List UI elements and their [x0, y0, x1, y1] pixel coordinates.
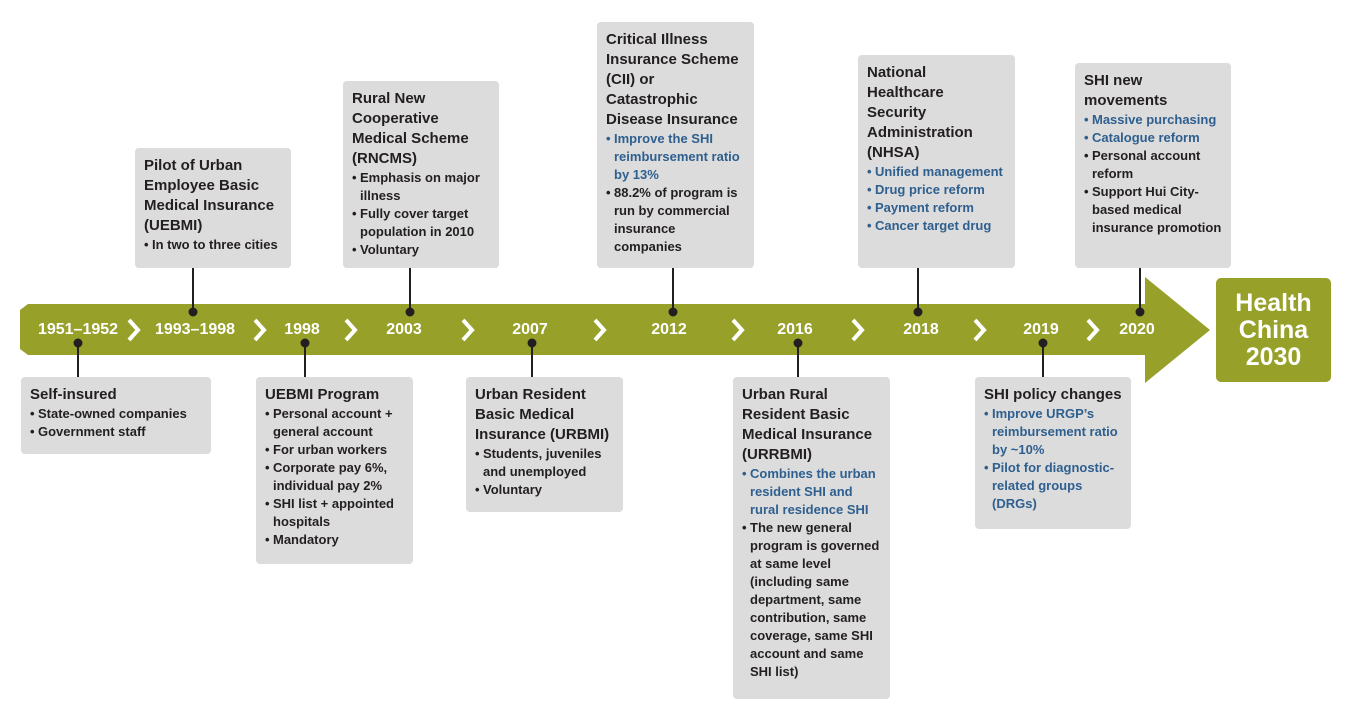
card-title: SHI new movements: [1084, 72, 1168, 109]
chevron-right-icon: [593, 318, 607, 342]
bullet-item: Improve URGP’s reimbursement ratio by ~1…: [984, 405, 1123, 459]
connector-dot: [188, 307, 198, 317]
chevron-separators: [127, 318, 1100, 342]
card-bullet-list: Improve URGP’s reimbursement ratio by ~1…: [984, 405, 1123, 513]
bullet-item: Combines the urban resident SHI and rura…: [742, 465, 882, 519]
card-title: Urban Resident Basic Medical Insurance (…: [475, 386, 610, 443]
card-uebmi-pilot: Pilot of Urban Employee Basic Medical In…: [135, 148, 291, 268]
card-title: National Healthcare Security Administrat…: [867, 64, 973, 161]
card-title: Pilot of Urban Employee Basic Medical In…: [144, 157, 275, 234]
year-label: 2020: [1119, 321, 1155, 338]
chevron-right-icon: [253, 318, 267, 342]
year-label: 2016: [777, 321, 813, 338]
card-uebmi-program: UEBMI Program Personal account + general…: [256, 377, 413, 564]
bullet-item: Massive purchasing: [1084, 111, 1223, 129]
year-label: 1951–1952: [37, 321, 119, 338]
connector-dot: [300, 338, 310, 348]
health-china-2030-box: Health China 2030: [1216, 278, 1331, 382]
year-label: 2012: [651, 321, 687, 338]
card-bullet-list: In two to three cities: [144, 236, 283, 254]
card-bullet-list: Combines the urban resident SHI and rura…: [742, 465, 882, 681]
year-label: 2007: [512, 321, 548, 338]
bullet-item: Government staff: [30, 423, 203, 441]
chevron-right-icon: [731, 318, 745, 342]
card-self-insured: Self-insured State-owned companies Gover…: [21, 377, 211, 454]
timeline-arrow: [20, 277, 1210, 383]
card-title: Critical Illness Insurance Scheme (CII) …: [606, 31, 739, 128]
year-label: 1998: [284, 321, 320, 338]
bullet-item: SHI list + appointed hospitals: [265, 495, 405, 531]
card-title: Rural New Cooperative Medical Scheme (RN…: [352, 90, 469, 167]
bullet-item: Pilot for diagnostic-related groups (DRG…: [984, 459, 1123, 513]
bullet-item: Catalogue reform: [1084, 129, 1223, 147]
card-title: Urban Rural Resident Basic Medical Insur…: [742, 386, 873, 463]
card-bullet-list: Students, juveniles and unemployed Volun…: [475, 445, 615, 499]
bullet-item: Cancer target drug: [867, 217, 1007, 235]
connector-dot: [668, 307, 678, 317]
chevron-right-icon: [1086, 318, 1100, 342]
bullet-item: Students, juveniles and unemployed: [475, 445, 615, 481]
bullet-item: 88.2% of program is run by commercial in…: [606, 184, 746, 256]
card-urrbmi: Urban Rural Resident Basic Medical Insur…: [733, 377, 890, 699]
year-label: 2018: [903, 321, 939, 338]
year-label: 1993–1998: [154, 321, 236, 338]
card-rncms: Rural New Cooperative Medical Scheme (RN…: [343, 81, 499, 268]
connector-dot: [1135, 307, 1145, 317]
connector-dot: [73, 338, 83, 348]
chevron-right-icon: [461, 318, 475, 342]
bullet-item: Unified management: [867, 163, 1007, 181]
card-bullet-list: Emphasis on major illness Fully cover ta…: [352, 169, 491, 259]
connector-dot: [793, 338, 803, 348]
card-shi-policy-changes: SHI policy changes Improve URGP’s reimbu…: [975, 377, 1131, 529]
card-cii: Critical Illness Insurance Scheme (CII) …: [597, 22, 754, 268]
card-nhsa: National Healthcare Security Administrat…: [858, 55, 1015, 268]
card-title: SHI policy changes: [984, 386, 1122, 403]
chevron-right-icon: [127, 318, 141, 342]
bullet-item: Personal account reform: [1084, 147, 1223, 183]
bullet-item: Improve the SHI reimbursement ratio by 1…: [606, 130, 746, 184]
bullet-item: Support Hui City-based medical insurance…: [1084, 183, 1223, 237]
connector-dot: [913, 307, 923, 317]
connector-dot: [527, 338, 537, 348]
bullet-item: Mandatory: [265, 531, 405, 549]
year-label: 2019: [1023, 321, 1059, 338]
card-title: Self-insured: [30, 386, 117, 403]
bullet-item: Drug price reform: [867, 181, 1007, 199]
bullet-item: Payment reform: [867, 199, 1007, 217]
chevron-right-icon: [973, 318, 987, 342]
bullet-item: Voluntary: [475, 481, 615, 499]
bullet-item: The new general program is governed at s…: [742, 519, 882, 681]
bullet-item: For urban workers: [265, 441, 405, 459]
card-bullet-list: Massive purchasing Catalogue reform Pers…: [1084, 111, 1223, 237]
bullet-item: State-owned companies: [30, 405, 203, 423]
bullet-item: Corporate pay 6%, individual pay 2%: [265, 459, 405, 495]
goal-label: Health China 2030: [1235, 288, 1312, 371]
chevron-right-icon: [851, 318, 865, 342]
connectors: [73, 268, 1145, 377]
card-urbmi: Urban Resident Basic Medical Insurance (…: [466, 377, 623, 512]
bullet-item: In two to three cities: [144, 236, 283, 254]
bullet-item: Emphasis on major illness: [352, 169, 491, 205]
connector-dot: [1038, 338, 1048, 348]
card-bullet-list: State-owned companies Government staff: [30, 405, 203, 441]
bullet-item: Personal account + general account: [265, 405, 405, 441]
card-bullet-list: Unified management Drug price reform Pay…: [867, 163, 1007, 235]
card-title: UEBMI Program: [265, 386, 380, 403]
card-shi-new-movements: SHI new movements Massive purchasing Cat…: [1075, 63, 1231, 268]
bullet-item: Fully cover target population in 2010: [352, 205, 491, 241]
card-bullet-list: Improve the SHI reimbursement ratio by 1…: [606, 130, 746, 256]
card-bullet-list: Personal account + general account For u…: [265, 405, 405, 549]
connector-dot: [405, 307, 415, 317]
bullet-item: Voluntary: [352, 241, 491, 259]
chevron-right-icon: [344, 318, 358, 342]
year-label: 2003: [386, 321, 422, 338]
